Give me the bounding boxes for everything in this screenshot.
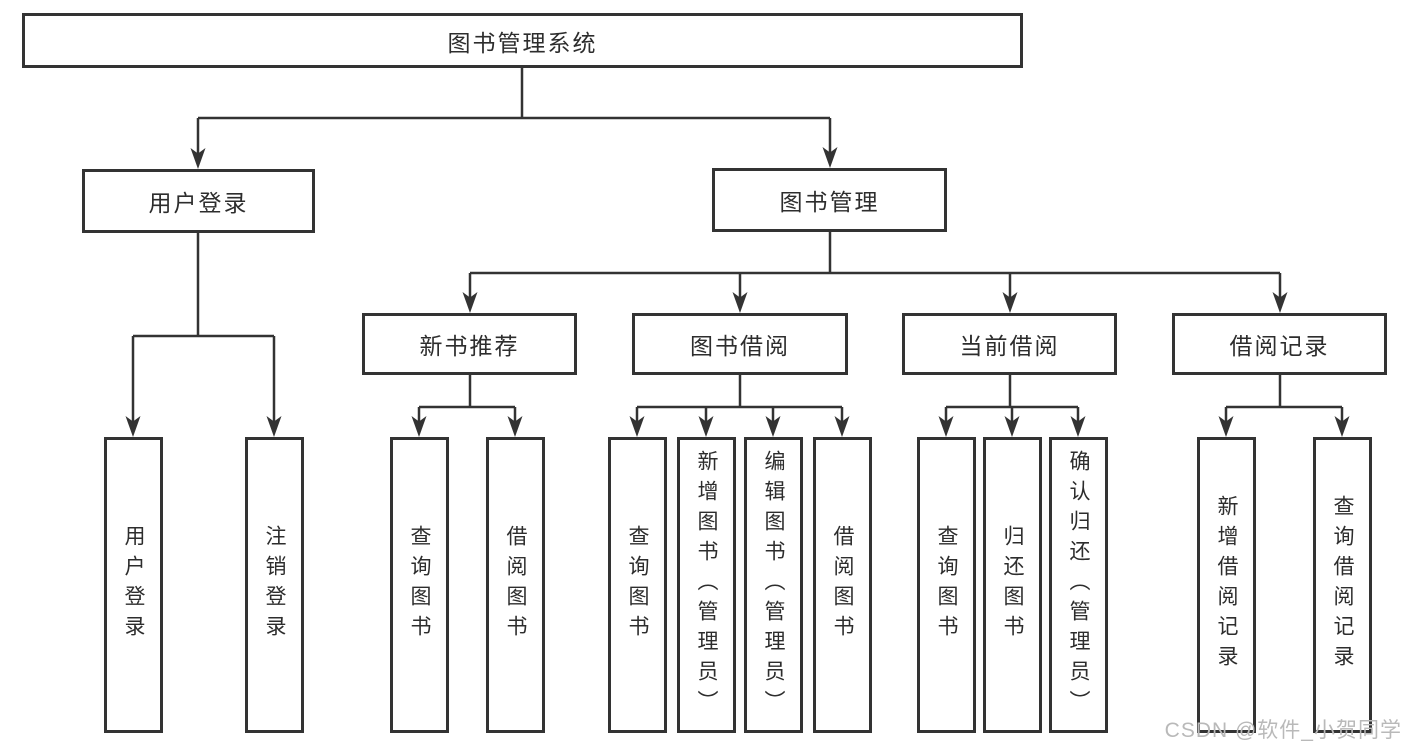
leaf-return-books: 归还图书 [983,437,1042,733]
leaf-label: 归还图书 [1001,525,1024,645]
leaf-add-book-admin: 新增图书（管理员） [677,437,736,733]
leaf-query-books: 查询图书 [917,437,976,733]
edge-new-books-to-leaves [417,375,517,422]
node-book-borrowing: 图书借阅 [632,313,848,375]
leaf-add-borrow-record: 新增借阅记录 [1197,437,1256,733]
leaf-label: 借阅图书 [831,525,854,645]
edge-user-login-to-leaves [131,233,276,422]
leaf-label: 确认归还（管理员） [1067,450,1090,720]
edge-book-mgmt-to-level3 [468,232,1282,298]
leaf-label: 编辑图书（管理员） [762,450,785,720]
leaf-label: 注销登录 [263,525,286,645]
leaf-user-login: 用户登录 [104,437,163,733]
edge-current-borrow-to-leaves [944,375,1080,422]
leaf-query-books: 查询图书 [390,437,449,733]
leaf-query-borrow-record: 查询借阅记录 [1313,437,1372,733]
leaf-borrow-books: 借阅图书 [486,437,545,733]
csdn-watermark: CSDN @软件_小贺同学 [1164,719,1402,742]
leaf-query-books: 查询图书 [608,437,667,733]
leaf-label: 借阅图书 [504,525,527,645]
leaf-label: 查询借阅记录 [1331,495,1354,675]
node-root-system: 图书管理系统 [22,13,1023,68]
leaf-label: 用户登录 [122,525,145,645]
leaf-confirm-return-admin: 确认归还（管理员） [1049,437,1108,733]
leaf-logout: 注销登录 [245,437,304,733]
edge-root-to-level2 [196,68,832,154]
leaf-label: 查询图书 [935,525,958,645]
node-book-management: 图书管理 [712,168,947,232]
node-current-borrowing: 当前借阅 [902,313,1117,375]
arrowheads [125,147,1350,437]
node-new-book-recommend: 新书推荐 [362,313,577,375]
leaf-label: 查询图书 [626,525,649,645]
node-user-login: 用户登录 [82,169,315,233]
leaf-label: 新增借阅记录 [1215,495,1238,675]
edge-borrow-records-to-leaves [1224,375,1344,422]
edge-book-borrow-to-leaves [635,375,844,422]
leaf-edit-book-admin: 编辑图书（管理员） [744,437,803,733]
node-borrowing-records: 借阅记录 [1172,313,1387,375]
leaf-borrow-books: 借阅图书 [813,437,872,733]
leaf-label: 新增图书（管理员） [695,450,718,720]
leaf-label: 查询图书 [408,525,431,645]
